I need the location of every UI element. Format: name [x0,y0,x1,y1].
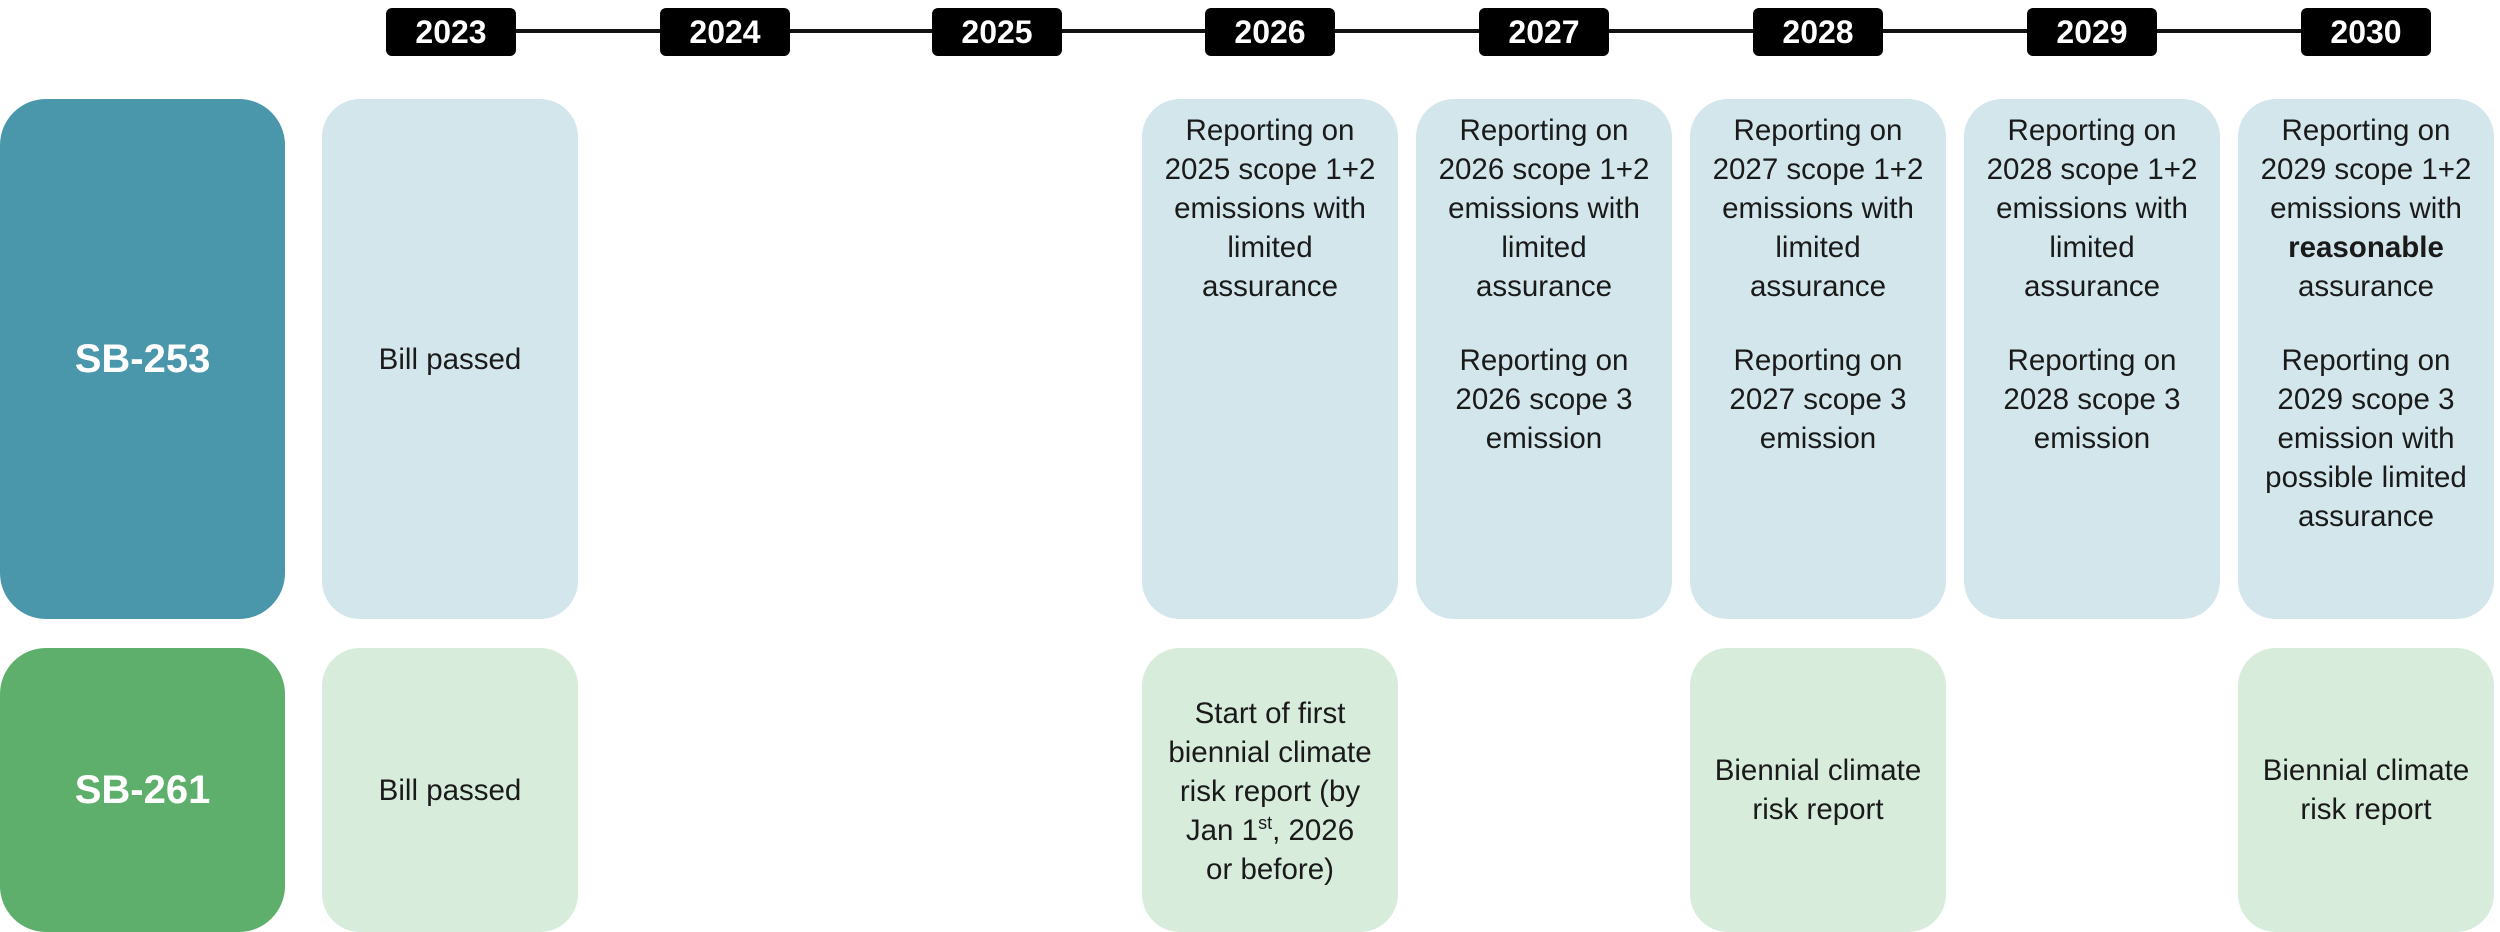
sb-253-2030-scope12-text: Reporting on 2029 scope 1+2 emissions wi… [2261,111,2472,306]
sb-253-2026-text: Reporting on 2025 scope 1+2 emissions wi… [1164,114,1376,303]
year-badge-2027: 2027 [1479,8,1609,56]
sb-261-2023-cell: Bill passed [322,648,578,932]
sb-261-2026-text-tail: , 2026 or before) [1206,814,1355,886]
timeline-connector [1882,29,2029,33]
sb-253-2028-scope3-text: Reporting on 2027 scope 3 emission [1729,344,1907,455]
sb-253-2027-cell: Reporting on 2026 scope 1+2 emissions wi… [1416,99,1672,619]
year-badge-2030: 2030 [2301,8,2431,56]
sb-261-2026-ordinal: st [1258,813,1273,834]
row-label-sb-253: SB-253 [0,99,285,619]
sb-261-2030-cell: Biennial climate risk report [2238,648,2494,932]
sb-253-2023-text: Bill passed [378,342,522,376]
sb-253-2023-cell: Bill passed [322,99,578,619]
year-badge-2025: 2025 [932,8,1062,56]
sb-253-2030-scope12-tail: assurance [2297,270,2435,303]
timeline-connector [1608,29,1755,33]
sb-253-2030-scope12-lead: Reporting on 2029 scope 1+2 emissions wi… [2260,114,2472,225]
sb-261-2030-text: Biennial climate risk report [2262,754,2470,826]
timeline-connector [789,29,933,33]
sb-253-2030-scope3-text: Reporting on 2029 scope 3 emission with … [2265,344,2467,533]
timeline-connector [1060,29,1207,33]
year-badge-2028: 2028 [1753,8,1883,56]
timeline-connector [2156,29,2303,33]
sb-253-2029-scope12-text: Reporting on 2028 scope 1+2 emissions wi… [1986,114,2198,303]
sb-253-2028-scope12-text: Reporting on 2027 scope 1+2 emissions wi… [1712,114,1924,303]
sb-261-2026-text: Start of first biennial climate risk rep… [1168,694,1371,889]
sb-253-2029-scope3-text: Reporting on 2028 scope 3 emission [2003,344,2181,455]
sb-261-2028-cell: Biennial climate risk report [1690,648,1946,932]
row-label-sb-261: SB-261 [0,648,285,932]
year-badge-2026: 2026 [1205,8,1335,56]
sb-261-2028-text: Biennial climate risk report [1714,754,1922,826]
sb-261-2026-text-main: Start of first biennial climate risk rep… [1168,697,1372,847]
sb-253-2030-emphasis: reasonable [2288,231,2444,264]
sb-253-2027-scope3-text: Reporting on 2026 scope 3 emission [1455,344,1633,455]
timeline-connector [1334,29,1481,33]
sb-261-2023-text: Bill passed [378,773,522,807]
year-badge-2029: 2029 [2027,8,2157,56]
sb-261-2026-cell: Start of first biennial climate risk rep… [1142,648,1398,932]
sb-253-2026-cell: Reporting on 2025 scope 1+2 emissions wi… [1142,99,1398,619]
timeline-connector [514,29,662,33]
year-badge-2024: 2024 [660,8,790,56]
year-badge-2023: 2023 [386,8,516,56]
sb-253-2028-cell: Reporting on 2027 scope 1+2 emissions wi… [1690,99,1946,619]
sb-253-2030-cell: Reporting on 2029 scope 1+2 emissions wi… [2238,99,2494,619]
sb-253-2027-scope12-text: Reporting on 2026 scope 1+2 emissions wi… [1438,114,1650,303]
sb-253-2029-cell: Reporting on 2028 scope 1+2 emissions wi… [1964,99,2220,619]
